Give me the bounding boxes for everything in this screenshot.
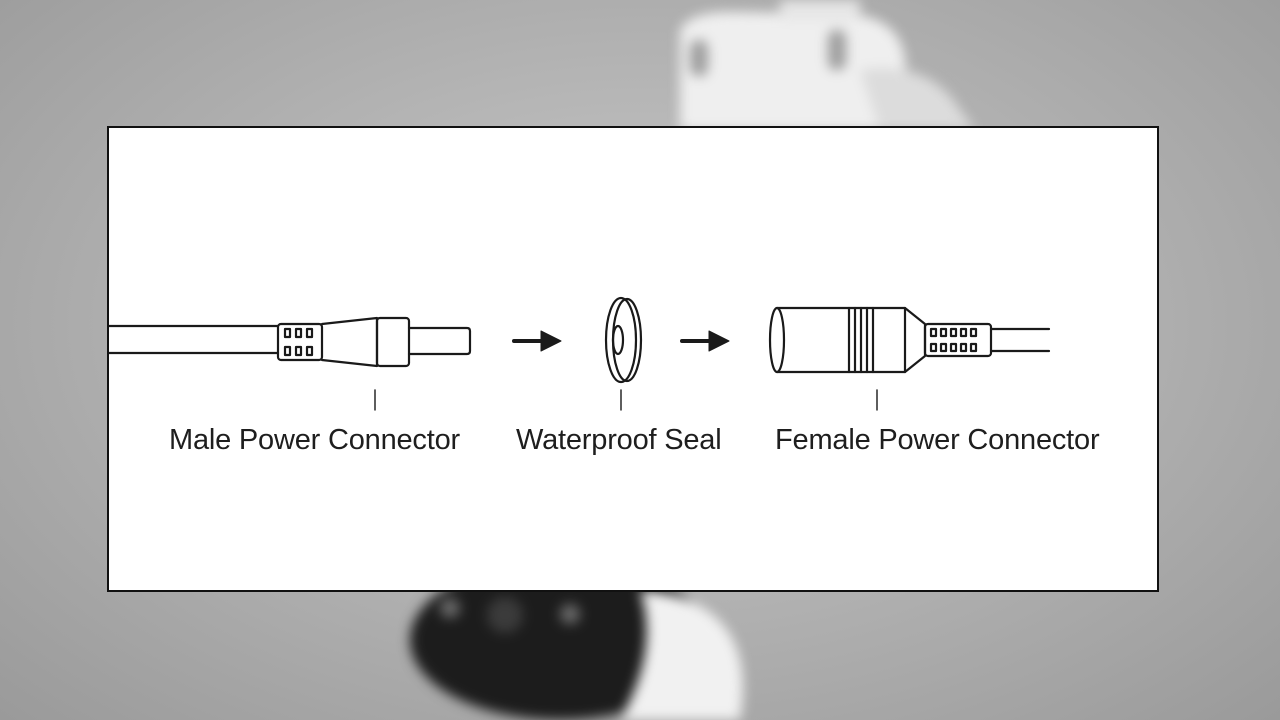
male-connector-label: Male Power Connector	[169, 424, 460, 456]
waterproof-seal-label: Waterproof Seal	[516, 424, 722, 456]
arrow-right-icon	[512, 330, 562, 352]
female-connector-label: Female Power Connector	[775, 424, 1100, 456]
instruction-panel: Male Power Connector Waterproof Seal Fem…	[107, 126, 1159, 592]
female-power-connector	[768, 306, 1051, 374]
connector-diagram	[109, 296, 1051, 411]
arrow-right-icon	[680, 330, 730, 352]
waterproof-seal	[604, 296, 643, 384]
male-power-connector	[109, 316, 472, 368]
